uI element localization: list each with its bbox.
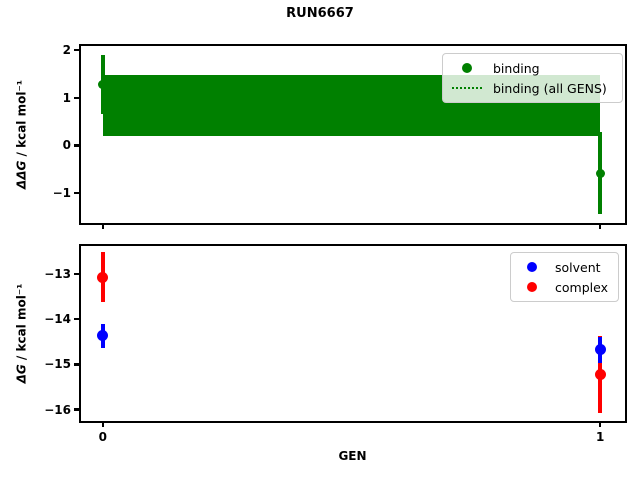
legend-dot-icon	[517, 282, 547, 292]
legend: solvent complex	[510, 252, 619, 302]
legend-label: binding (all GENS)	[493, 80, 607, 96]
y-tick-mark	[74, 48, 80, 52]
legend-label: complex	[555, 279, 608, 295]
y-tick-mark	[74, 144, 80, 147]
x-tick-label: 0	[98, 430, 108, 444]
x-tick-mark	[101, 223, 105, 229]
data-point-binding	[595, 168, 605, 178]
legend-dot-icon	[449, 63, 485, 73]
y-tick-label: 0	[62, 138, 71, 153]
y-tick-mark	[74, 191, 80, 195]
y-tick-mark	[74, 408, 80, 411]
x-tick-mark	[598, 421, 602, 427]
legend-item: binding (all GENS)	[449, 78, 616, 98]
legend-dot-icon	[517, 262, 547, 272]
legend-item: solvent	[517, 257, 612, 277]
y-tick-mark	[74, 272, 80, 276]
legend-item: complex	[517, 277, 612, 297]
figure-title: RUN6667	[286, 6, 354, 21]
x-axis-label: GEN	[338, 449, 367, 463]
data-point-solvent	[97, 330, 109, 342]
y-tick-label: −15	[44, 357, 71, 372]
y-tick-label: 1	[62, 90, 71, 105]
legend-label: binding	[493, 60, 540, 76]
x-tick-mark	[598, 223, 602, 229]
y-tick-mark	[74, 96, 80, 100]
data-point-solvent	[594, 344, 606, 356]
legend: binding binding (all GENS)	[442, 53, 623, 103]
x-tick-mark	[101, 421, 105, 427]
legend-label: solvent	[555, 259, 601, 275]
y-tick-mark	[74, 363, 80, 366]
y-tick-label: 2	[62, 43, 71, 58]
data-point-complex	[97, 271, 109, 283]
x-tick-label: 1	[595, 430, 605, 444]
legend-dotted-line-icon	[449, 87, 485, 89]
legend-item: binding	[449, 58, 616, 78]
y-tick-label: −1	[52, 186, 71, 201]
data-point-complex	[594, 369, 606, 381]
y-tick-label: −14	[44, 312, 71, 327]
data-point-binding	[98, 80, 108, 89]
y-tick-label: −16	[44, 402, 71, 417]
y-tick-label: −13	[44, 266, 71, 281]
y-tick-mark	[74, 317, 80, 321]
